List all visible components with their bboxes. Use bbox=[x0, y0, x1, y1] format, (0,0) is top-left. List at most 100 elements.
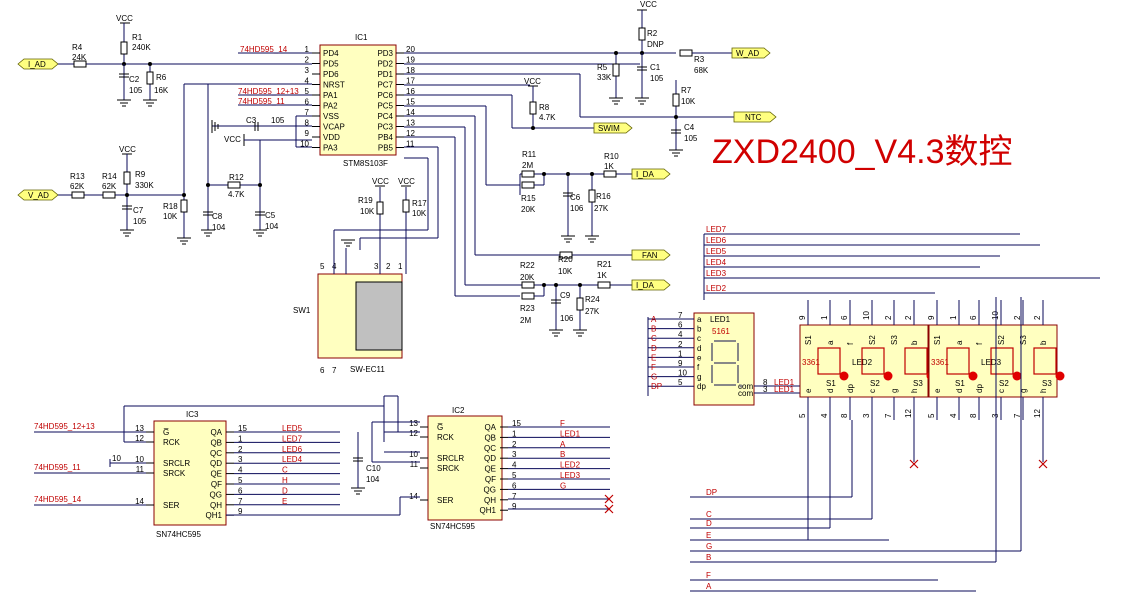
svg-text:R22: R22 bbox=[520, 261, 535, 270]
svg-text:7: 7 bbox=[238, 497, 243, 506]
svg-text:com: com bbox=[738, 382, 753, 391]
svg-text:DP: DP bbox=[651, 382, 662, 391]
svg-text:E: E bbox=[282, 497, 287, 506]
svg-text:C4: C4 bbox=[684, 123, 695, 132]
ic1-pin-name: PD1 bbox=[377, 70, 393, 79]
svg-text:11: 11 bbox=[136, 465, 145, 474]
svg-text:S2: S2 bbox=[870, 379, 880, 388]
svg-text:1: 1 bbox=[678, 349, 683, 358]
svg-text:3361: 3361 bbox=[802, 358, 820, 367]
svg-text:R16: R16 bbox=[596, 192, 611, 201]
svg-text:9: 9 bbox=[798, 315, 807, 320]
svg-text:QA: QA bbox=[210, 428, 222, 437]
net-74hd595-12-13: 74HD595_12+13 bbox=[238, 87, 299, 96]
svg-text:1: 1 bbox=[238, 434, 243, 443]
svg-text:b: b bbox=[1039, 340, 1048, 345]
svg-text:S2: S2 bbox=[868, 335, 877, 345]
svg-text:12: 12 bbox=[409, 429, 418, 438]
svg-text:8: 8 bbox=[763, 378, 768, 387]
svg-text:1: 1 bbox=[512, 429, 517, 438]
svg-text:QD: QD bbox=[484, 454, 496, 463]
svg-text:7: 7 bbox=[884, 413, 893, 418]
svg-text:S1: S1 bbox=[955, 379, 965, 388]
svg-text:4: 4 bbox=[238, 466, 243, 475]
svg-text:20K: 20K bbox=[521, 205, 536, 214]
svg-text:DNP: DNP bbox=[647, 40, 664, 49]
svg-text:105: 105 bbox=[133, 217, 147, 226]
svg-text:LED1: LED1 bbox=[774, 385, 795, 394]
svg-text:74HD595_14: 74HD595_14 bbox=[34, 495, 82, 504]
svg-text:dp: dp bbox=[697, 382, 706, 391]
svg-text:FAN: FAN bbox=[642, 251, 658, 260]
svg-text:QA: QA bbox=[484, 423, 496, 432]
svg-text:5: 5 bbox=[798, 413, 807, 418]
svg-text:10K: 10K bbox=[360, 207, 375, 216]
svg-text:4.7K: 4.7K bbox=[228, 190, 245, 199]
svg-text:QC: QC bbox=[484, 444, 496, 453]
svg-text:SRCLR: SRCLR bbox=[163, 459, 190, 468]
svg-text:R13: R13 bbox=[70, 172, 85, 181]
svg-text:104: 104 bbox=[212, 223, 226, 232]
svg-text:C1: C1 bbox=[650, 63, 661, 72]
svg-text:B: B bbox=[560, 450, 565, 459]
svg-text:15: 15 bbox=[238, 424, 247, 433]
svg-text:12: 12 bbox=[1033, 409, 1042, 418]
ic1-pin-num: 14 bbox=[406, 108, 415, 117]
svg-text:LED1: LED1 bbox=[774, 378, 795, 387]
svg-text:C3: C3 bbox=[246, 116, 257, 125]
svg-text:LED5: LED5 bbox=[282, 424, 303, 433]
svg-text:VCC: VCC bbox=[524, 77, 541, 86]
svg-text:10: 10 bbox=[409, 450, 418, 459]
svg-text:b: b bbox=[910, 340, 919, 345]
svg-text:a: a bbox=[955, 340, 964, 345]
svg-text:C6: C6 bbox=[570, 193, 581, 202]
svg-text:W_AD: W_AD bbox=[736, 49, 759, 58]
svg-text:LED2: LED2 bbox=[560, 461, 581, 470]
svg-text:SN74HC595: SN74HC595 bbox=[156, 530, 201, 539]
svg-text:S3: S3 bbox=[890, 335, 899, 345]
ic1-pin-name: PA3 bbox=[323, 144, 338, 153]
svg-text:SW1: SW1 bbox=[293, 306, 311, 315]
svg-text:B: B bbox=[651, 325, 656, 334]
svg-text:g: g bbox=[697, 373, 701, 382]
svg-text:2: 2 bbox=[238, 445, 243, 454]
svg-text:c: c bbox=[868, 389, 877, 393]
bottom-bus-label: G bbox=[706, 542, 712, 551]
svg-text:5: 5 bbox=[512, 471, 517, 480]
svg-text:SRCLR: SRCLR bbox=[437, 454, 464, 463]
svg-text:2: 2 bbox=[904, 315, 913, 320]
svg-text:NTC: NTC bbox=[745, 113, 762, 122]
svg-text:a: a bbox=[697, 315, 702, 324]
svg-text:QH: QH bbox=[484, 496, 496, 505]
svg-text:6: 6 bbox=[320, 366, 325, 375]
svg-text:S3: S3 bbox=[1042, 379, 1052, 388]
ic1-pin-name: PD4 bbox=[323, 49, 339, 58]
svg-text:C7: C7 bbox=[133, 206, 144, 215]
svg-text:13: 13 bbox=[409, 419, 418, 428]
svg-text:e: e bbox=[933, 388, 942, 393]
svg-text:13: 13 bbox=[135, 424, 144, 433]
svg-text:QH: QH bbox=[210, 501, 222, 510]
svg-text:2M: 2M bbox=[520, 316, 531, 325]
svg-text:RCK: RCK bbox=[163, 438, 181, 447]
ic1-pin-num: 6 bbox=[305, 98, 310, 107]
led-bus-label: LED6 bbox=[706, 236, 727, 245]
svg-text:12: 12 bbox=[904, 409, 913, 418]
svg-text:D: D bbox=[282, 486, 288, 495]
ic1-pin-name: NRST bbox=[323, 81, 345, 90]
svg-text:S1: S1 bbox=[826, 379, 836, 388]
svg-text:3: 3 bbox=[862, 413, 871, 418]
svg-text:8: 8 bbox=[969, 413, 978, 418]
svg-text:R4: R4 bbox=[72, 43, 83, 52]
svg-text:VCC: VCC bbox=[640, 0, 657, 9]
svg-text:A: A bbox=[560, 440, 566, 449]
svg-text:2: 2 bbox=[386, 262, 391, 271]
svg-text:dp: dp bbox=[975, 384, 984, 393]
svg-text:h: h bbox=[1039, 389, 1048, 393]
svg-text:9: 9 bbox=[678, 359, 683, 368]
svg-text:5161: 5161 bbox=[712, 327, 730, 336]
svg-text:R15: R15 bbox=[521, 194, 536, 203]
led-bus-label: LED4 bbox=[706, 258, 727, 267]
ic1-pin-num: 8 bbox=[305, 119, 310, 128]
net-74hd595-11: 74HD595_11 bbox=[238, 97, 285, 106]
